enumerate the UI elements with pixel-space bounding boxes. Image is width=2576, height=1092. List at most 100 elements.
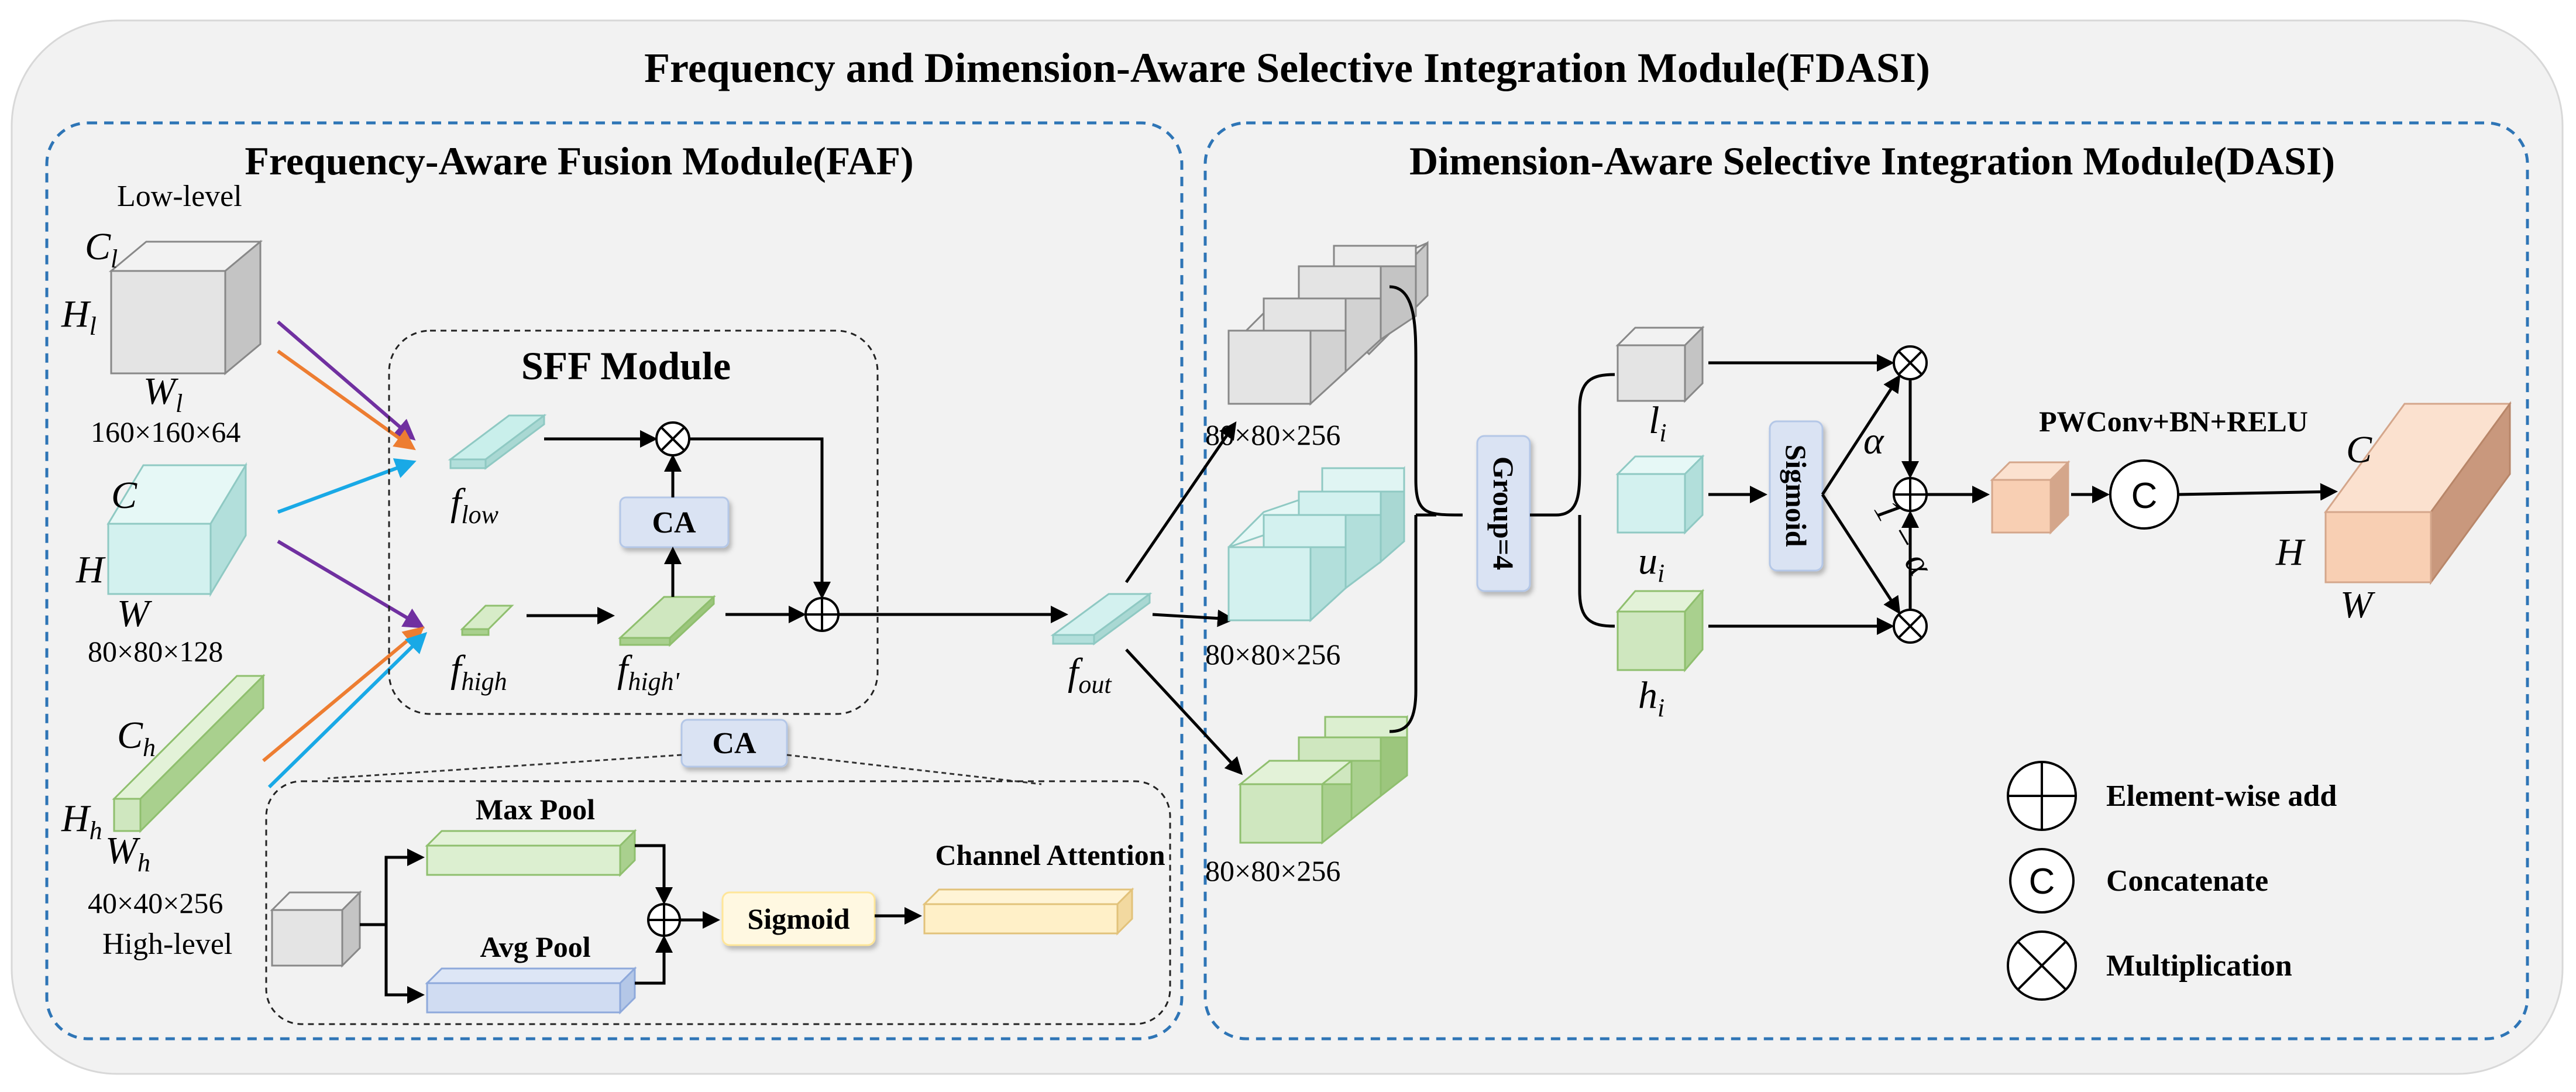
arrow-low-to-flow-orange	[277, 349, 416, 451]
dasi-dims-mid: 80×80×256	[1205, 638, 1340, 671]
group-box: Group=4	[1476, 435, 1531, 592]
ca-connector-right	[786, 754, 1042, 785]
f-out-label: fout	[1068, 651, 1112, 699]
arrow-max-to-add	[635, 844, 673, 905]
low-level-label: Low-level	[117, 180, 242, 213]
dasi-title: Dimension-Aware Selective Integration Mo…	[1409, 139, 2335, 183]
f-low-plate	[448, 414, 547, 470]
arrow-sigmoid-to-multtop	[1821, 374, 1901, 496]
mid-level-cube	[106, 462, 247, 597]
f-high-prime-plate	[618, 595, 716, 647]
pwconv-label: PWConv+BN+RELU	[2039, 405, 2308, 438]
low-c-label: Cl	[85, 225, 118, 273]
arrow-mult-to-add	[689, 437, 831, 599]
pwconv-input-cube	[1990, 460, 2071, 535]
dasi-dims-bot: 80×80×256	[1205, 854, 1340, 887]
channel-attention-label: Channel Attention	[935, 839, 1165, 871]
channel-attention-bar	[922, 887, 1134, 936]
dasi-bot-stack	[1237, 715, 1408, 845]
svg-text:Element-wise add: Element-wise add	[2106, 779, 2337, 813]
faf-title: Frequency-Aware Fusion Module(FAF)	[245, 139, 913, 183]
ui-cube	[1615, 454, 1705, 535]
arrow-concat-to-output	[2178, 483, 2338, 501]
mid-h-label: H	[75, 548, 106, 591]
f-high-prime-label: fhigh'	[617, 648, 680, 696]
svg-text:Sigmoid: Sigmoid	[747, 902, 850, 935]
out-w-label: W	[2340, 583, 2375, 626]
svg-text:C: C	[2131, 476, 2158, 516]
arrow-low-to-flow-purple	[277, 320, 416, 441]
avg-pool-label: Avg Pool	[480, 930, 590, 963]
out-c-label: C	[2346, 428, 2372, 471]
f-high-plate	[460, 605, 514, 636]
avg-pool-bar	[425, 966, 637, 1015]
f-out-plate	[1050, 592, 1153, 645]
mid-w-label: W	[117, 592, 152, 635]
low-dims: 160×160×64	[91, 415, 240, 448]
svg-text:Sigmoid: Sigmoid	[1780, 444, 1813, 547]
dasi-panel	[1203, 121, 2529, 1041]
arrow-mid-to-fhigh-purple	[277, 540, 425, 629]
sff-module-box	[388, 329, 879, 715]
sff-title: SFF Module	[521, 344, 731, 388]
dasi-dims-top: 80×80×256	[1205, 418, 1340, 451]
output-cube	[2324, 401, 2512, 585]
max-pool-bar	[425, 829, 637, 877]
legend-mult: Multiplication	[2007, 930, 2292, 1001]
legend-concat: C Concatenate	[2009, 848, 2268, 914]
ca-add-node	[647, 903, 681, 937]
ca-connector-left	[327, 754, 682, 779]
arrow-fout-to-mid	[1152, 609, 1235, 627]
high-dims: 40×40×256	[88, 887, 223, 919]
svg-text:CA: CA	[712, 727, 756, 760]
low-level-cube	[108, 239, 263, 376]
dasi-multiply-bottom	[1893, 609, 1928, 644]
svg-text:CA: CA	[652, 506, 696, 540]
arrow-sigmoid-to-multbot	[1821, 493, 1901, 615]
li-label: li	[1649, 399, 1667, 447]
dasi-top-stack	[1227, 241, 1429, 406]
alpha-label: α	[1863, 420, 1884, 462]
out-h-label: H	[2275, 531, 2306, 574]
arrow-mid-to-flow-cyan	[277, 458, 417, 514]
li-cube	[1615, 325, 1705, 403]
arrow-high-to-fhigh-cyan	[267, 631, 428, 789]
brace-right	[1530, 373, 1615, 628]
ui-label: ui	[1638, 540, 1664, 588]
hi-label: hi	[1638, 674, 1664, 722]
concat-node: C	[2109, 459, 2179, 530]
arrow-high-to-fhigh-orange	[262, 626, 425, 763]
high-c-label: Ch	[117, 714, 156, 762]
svg-text:Concatenate: Concatenate	[2106, 864, 2268, 898]
svg-text:Multiplication: Multiplication	[2106, 949, 2292, 983]
mid-c-label: C	[111, 474, 137, 517]
dasi-mid-stack	[1227, 466, 1405, 623]
max-pool-label: Max Pool	[476, 793, 595, 826]
high-level-label: High-level	[102, 928, 232, 961]
svg-text:C: C	[2029, 861, 2055, 902]
arrow-fout-to-top	[1124, 421, 1237, 583]
ca-detail-label: CA	[680, 719, 788, 768]
sff-multiply-node	[655, 421, 690, 456]
faf-panel	[45, 121, 1184, 1041]
main-title: Frequency and Dimension-Aware Selective …	[644, 44, 1930, 91]
arrow-fout-to-bot	[1125, 648, 1243, 775]
sff-add-node	[804, 597, 840, 632]
ca-sigmoid-box: Sigmoid	[721, 891, 876, 946]
dasi-sigmoid-box: Sigmoid	[1769, 420, 1824, 572]
legend-add: Element-wise add	[2007, 761, 2337, 831]
ca-input-cube	[270, 890, 362, 968]
mid-dims: 80×80×128	[88, 635, 223, 668]
high-w-label: Wh	[105, 829, 150, 877]
arrow-avg-to-add	[635, 935, 673, 985]
dasi-multiply-top	[1893, 345, 1928, 380]
high-level-cube	[112, 674, 266, 833]
arrow-ca-input-to-max	[360, 849, 425, 926]
hi-cube	[1615, 588, 1705, 673]
low-h-label: Hl	[61, 293, 97, 341]
high-h-label: Hh	[61, 797, 102, 845]
brace-left	[1389, 285, 1463, 733]
sff-ca-box: CA	[619, 496, 730, 548]
low-w-label: Wl	[143, 370, 183, 418]
